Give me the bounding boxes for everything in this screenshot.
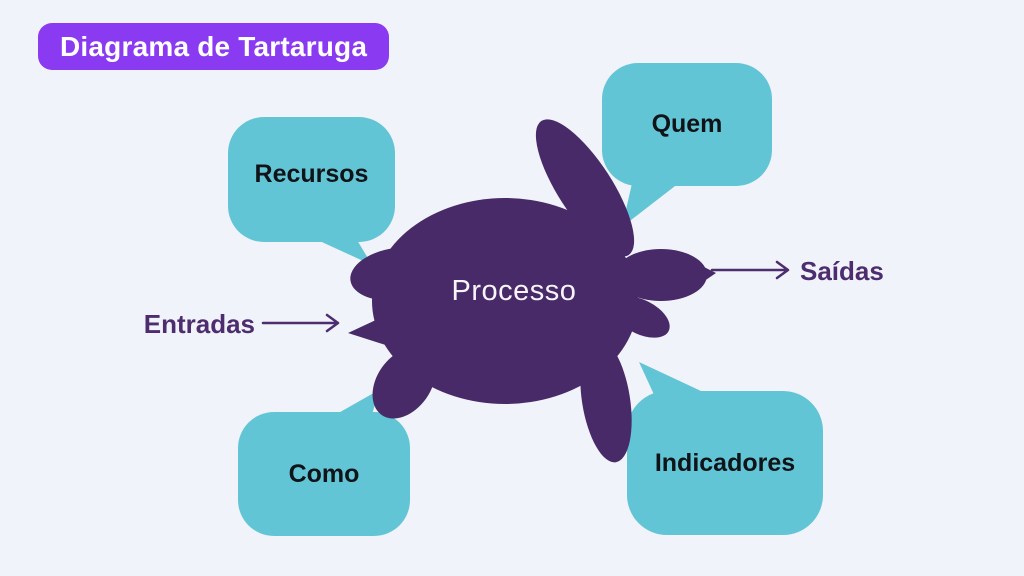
process-label: Processo — [451, 274, 577, 307]
flow-label-entradas: Entradas — [143, 308, 255, 339]
bubble-label-quem: Quem — [651, 110, 723, 138]
speech-bubble-indicadores — [627, 362, 823, 535]
speech-bubble-recursos — [228, 117, 395, 265]
page-title-text: Diagrama de Tartaruga — [60, 30, 368, 62]
flow-label-saidas: Saídas — [800, 255, 884, 286]
speech-bubble-quem — [602, 63, 772, 227]
bubble-label-recursos: Recursos — [254, 159, 369, 188]
saidas-arrow-right-icon — [710, 260, 790, 280]
entradas-arrow-right-icon — [261, 313, 340, 333]
bubble-label-indicadores: Indicadores — [654, 448, 796, 477]
page-title: Diagrama de Tartaruga — [38, 23, 390, 70]
bubble-label-como: Como — [288, 459, 360, 488]
turtle-icon — [348, 119, 716, 463]
speech-bubble-como — [238, 390, 410, 536]
